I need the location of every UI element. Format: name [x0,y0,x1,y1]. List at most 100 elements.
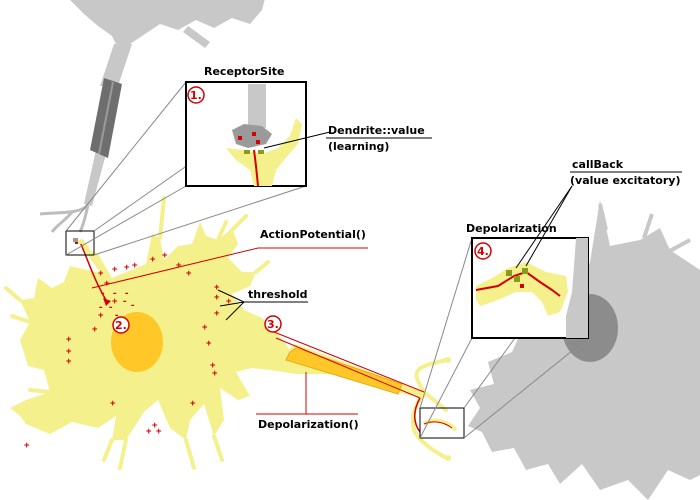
terminal-bouton [445,357,451,363]
zoom-vesicle [506,270,512,276]
plus-charge: + [66,335,72,345]
plus-charge: + [206,339,212,349]
threshold-leader [217,289,245,303]
right-neuron [468,200,700,500]
plus-charge: + [202,323,208,333]
step-2: 2. [112,316,130,334]
step-1-marker [187,86,205,104]
step-4-marker [474,242,492,260]
callout-line [419,237,473,409]
minus-charge: - [112,289,117,299]
axon-red-signal [273,331,425,393]
step-2-marker [112,316,130,334]
zoom-gray-neuron [566,238,588,338]
action-potential-annotation: ActionPotential() [91,228,368,289]
zoom-signal-dot [520,284,524,288]
axon-red-signal [275,337,421,399]
callout-line [93,185,307,256]
step-4-label: 4. [477,245,489,258]
upper-neuron [39,0,265,233]
zoom-vesicle [514,276,520,282]
step-2-label: 2. [115,319,127,332]
zoom-gray-axon [248,84,266,128]
threshold-leader [225,301,245,321]
plus-charge: + [124,263,130,273]
threshold-annotation: threshold [217,288,308,321]
main-myelin [285,347,403,395]
plus-charge: + [186,269,192,279]
upper-neuron-soma [70,0,265,48]
plus-charge: + [150,255,156,265]
minus-charge: - [114,311,119,321]
step-3-label: 3. [267,318,279,331]
plus-charge: + [112,297,118,307]
synapse-source-box [419,407,465,439]
plus-charge: + [214,283,220,293]
charge-symbols: +++++++++++++++++++++++++++++--------- [24,251,232,451]
plus-charge: + [176,261,182,271]
plus-charge: + [132,261,138,271]
callout-line [65,81,187,232]
plus-charge: + [66,347,72,357]
zoom-yellow-terminal [476,262,568,316]
zoom-vesicle [522,268,528,274]
threshold-leader [219,301,245,307]
plus-charge: + [112,265,118,275]
plus-charge: + [110,399,116,409]
plus-charge: + [98,311,104,321]
plus-charge: + [214,293,220,303]
plus-charge: + [24,441,30,451]
zoom-receptor-site [258,150,264,154]
callback-label: callBack [572,158,624,171]
zoom-receptor-site [244,150,250,154]
callback-leader [515,185,573,269]
step-3-marker [264,315,282,333]
main-neuron-soma [10,222,340,440]
callout-line [463,337,589,439]
minus-charge: - [98,303,103,313]
right-neuron-dendrite [598,203,691,254]
input-signal [79,241,111,306]
callout-line [65,185,187,256]
action-potential-leader [91,247,259,289]
depolarization-label: Depolarization [466,222,557,235]
upper-neuron-branch [183,26,210,48]
terminal-bouton [445,455,451,461]
upper-axon [100,44,132,86]
plus-charge: + [190,399,196,409]
callback-leader [525,185,573,267]
plus-charge: + [214,309,220,319]
axon-terminals [410,358,448,460]
zoom-yellow-dendrite [226,118,302,186]
plus-charge: + [146,427,152,437]
receptor-mini [73,238,84,244]
minus-charge: - [130,301,135,311]
receptor-site-label: ReceptorSite [204,65,284,78]
plus-charge: + [156,427,162,437]
plus-charge: + [152,421,158,431]
minus-charge: - [100,289,105,299]
zoom-receptor-dot [252,132,256,136]
upper-axon-lower [84,150,106,206]
plus-charge: + [226,297,232,307]
value-excitatory-label: (value excitatory) [570,174,680,187]
step-1-label: 1. [190,89,202,102]
plus-charge: + [66,357,72,367]
myelin-highlight [98,81,114,155]
callout-line [419,337,473,439]
zoom-receptor-dot [238,136,242,140]
dendrite-value-leader [263,131,331,149]
action-potential-label: ActionPotential() [260,228,366,241]
step-3: 3. [264,315,282,333]
minus-charge: - [106,297,111,307]
main-neuron [4,196,451,470]
plus-charge: + [212,369,218,379]
main-neuron-dendrites [4,196,270,470]
plus-charge: + [162,251,168,261]
receptor-source-box [65,230,95,256]
synapse-callout: 4. Depolarization callBack (value excita… [419,158,682,439]
depolarization-fn-label: Depolarization() [258,418,359,431]
plus-charge: + [98,269,104,279]
